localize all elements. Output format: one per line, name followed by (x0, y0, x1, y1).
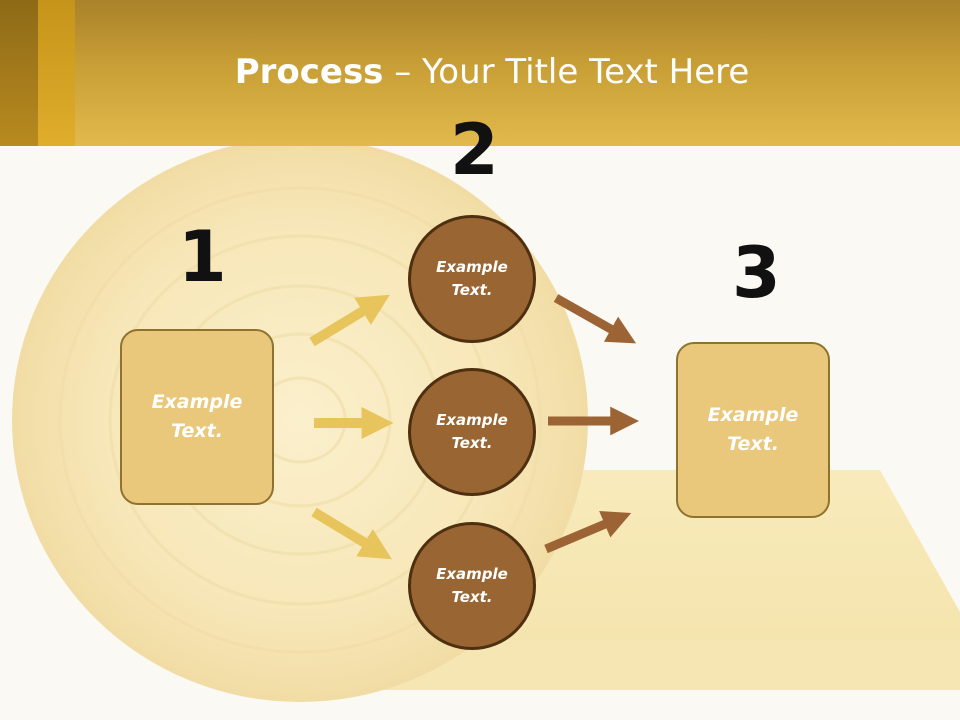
arrow-top-to-3 (553, 294, 637, 344)
title-bold: Process (234, 52, 384, 92)
arrow-1-to-top (309, 294, 390, 347)
step-number-1: 1 (178, 216, 227, 298)
header-accent-stripe (38, 0, 75, 146)
step-1-text-line1: Example (151, 391, 243, 413)
circle-1-text-line2: Text. (451, 281, 493, 299)
title-rest: – Your Title Text Here (383, 52, 750, 92)
title-bar: Process – Your Title Text Here (0, 0, 960, 146)
circle-2-text-line2: Text. (451, 434, 493, 452)
step-number-2: 2 (450, 109, 499, 191)
circle-1-text-line1: Example (436, 258, 508, 276)
slide-title: Process – Your Title Text Here (0, 52, 960, 92)
arrow-1-to-bottom (311, 507, 392, 560)
circle-3-text-line2: Text. (451, 588, 493, 606)
step-3-text-line1: Example (707, 404, 799, 426)
circle-3-text-line1: Example (436, 565, 508, 583)
header-accent-stripe (0, 0, 38, 146)
arrow-bottom-to-3 (544, 510, 632, 554)
circle-2-text-line1: Example (436, 411, 508, 429)
step-number-3: 3 (732, 232, 781, 314)
step-3-text-line2: Text. (727, 433, 779, 455)
step-1-text-line2: Text. (171, 420, 223, 442)
